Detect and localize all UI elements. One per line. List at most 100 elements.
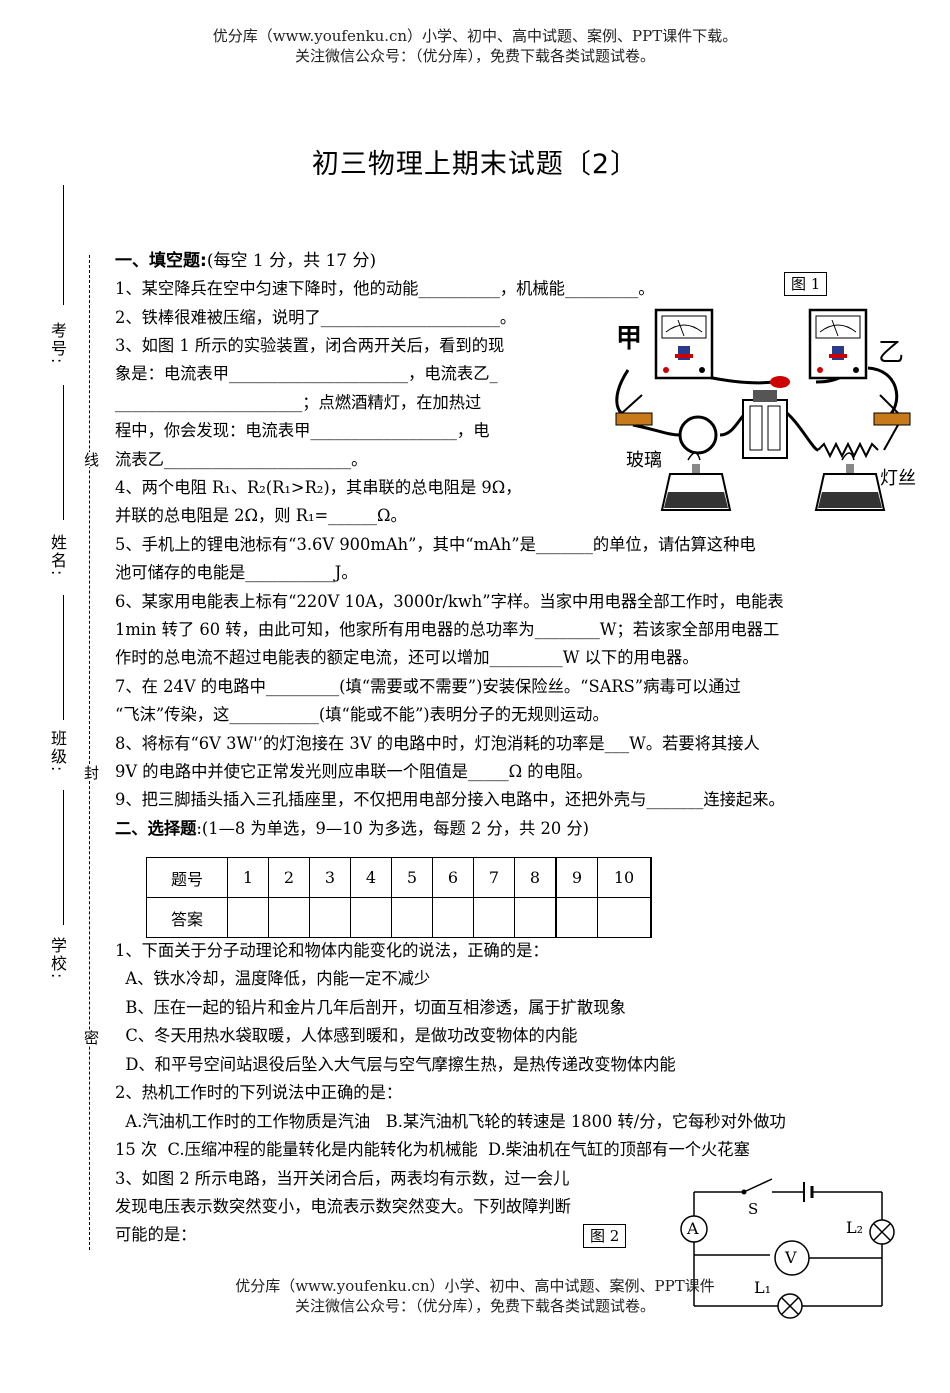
battery-icon [742,376,790,459]
alcohol-lamp-right-icon [814,452,886,511]
figure-1: 图 1 甲 乙 玻璃 灯丝 [598,270,928,532]
option-line: A、铁水冷却，温度降低，内能一定不减少 [115,969,431,988]
figure-2-label: 图 2 [583,1224,627,1248]
filament-coil-icon [817,441,879,459]
question-line: 9、把三脚插头插入三孔插座里，不仅把用电部分接入电路中，还把外壳与_______… [115,790,785,809]
option-line: B、压在一起的铅片和金片几年后剖开，切面互相渗透，属于扩散现象 [115,998,626,1017]
answer-table: 题号 1 2 3 4 5 6 7 8 9 10 答案 [146,857,652,938]
question-line: 并联的总电阻是 2Ω，则 R₁=______Ω。 [115,506,407,525]
question-line: 作时的总电流不超过电能表的额定电流，还可以增加_________W 以下的用电器… [115,648,699,667]
section2-note: :(1—8 为单选，9—10 为多选，每题 2 分，共 20 分) [196,819,590,838]
question-line: “飞沫”传染，这___________(填“能或不能”)表明分子的无规则运动。 [115,705,609,724]
margin-rule [63,595,64,720]
answer-cell[interactable] [555,897,598,938]
glass-ring-icon [678,415,718,455]
page-title: 初三物理上期末试题〔2〕 [311,149,639,180]
voltmeter-label: V [785,1248,797,1267]
question-line: 流表乙_______________________。 [115,450,368,469]
exam-number-label: 考号: [48,322,67,366]
question-line: 8、将标有“6V 3W'’的灯泡接在 3V 的电路中时，灯泡消耗的功率是___W… [115,734,760,753]
answer-cell[interactable] [268,897,310,938]
question-line: 2、铁棒很难被压缩，说明了______________________。 [115,308,517,327]
question-number-cell: 9 [555,857,598,898]
question-line: 3、如图 2 所示电路，当开关闭合后，两表均有示数，过一会儿 [115,1169,570,1188]
question-line: 1、下面关于分子动理论和物体内能变化的说法，正确的是： [115,941,549,960]
header-line-1: 优分库（www.youfenku.cn）小学、初中、高中试题、案例、PPT课件下… [212,27,738,45]
figure-1-label: 图 1 [784,272,828,296]
answer-cell[interactable] [514,897,557,938]
answer-cell[interactable] [473,897,515,938]
table-row: 答案 [146,897,652,938]
glass-label: 玻璃 [626,450,662,471]
meter-jia-label: 甲 [616,324,643,354]
question-line: 池可储存的电能是___________J。 [115,563,358,582]
table-header-cell: 题号 [146,857,228,898]
table-row: 题号 1 2 3 4 5 6 7 8 9 10 [146,857,652,898]
margin-rule [63,185,64,305]
question-number-cell: 3 [309,857,351,898]
section1-heading-row: 一、填空题:(每空 1 分，共 17 分) [115,247,376,275]
option-line: A.汽油机工作时的工作物质是汽油 B.某汽油机飞轮的转速是 1800 转/分，它… [115,1112,786,1131]
margin-rule [63,790,64,925]
answer-cell[interactable] [597,897,652,938]
lamp-l1-label: L₁ [754,1278,772,1297]
switch-icon [745,1178,773,1192]
ammeter-label: A [687,1219,699,1238]
name-label: 姓名: [48,534,67,578]
switch-left-icon [615,394,653,426]
question-number-cell: 2 [268,857,310,898]
seal-word-line: 线 [81,452,102,467]
question-number-cell: 6 [432,857,474,898]
answer-cell[interactable] [432,897,474,938]
answer-cell[interactable] [309,897,351,938]
lamp-l2-label: L₂ [846,1218,864,1237]
meter-yi-label: 乙 [878,338,905,368]
question-line: 象是：电流表甲______________________，电流表乙_ [115,364,498,383]
filament-label: 灯丝 [880,468,916,489]
footer-line-2: 关注微信公众号：（优分库），免费下载各类试题试卷。 [294,1297,655,1315]
figure-2-circuit [680,1178,895,1319]
option-line: C、冬天用热水袋取暖，人体感到暖和，是做功改变物体的内能 [115,1026,578,1045]
section2-heading-row: 二、选择题:(1—8 为单选，9—10 为多选，每题 2 分，共 20 分) [115,815,589,843]
ammeter-jia-icon [654,308,714,380]
school-label: 学校: [48,937,67,981]
margin-rule [63,385,64,520]
alcohol-lamp-left-icon [660,452,732,511]
class-label: 班级: [48,730,67,774]
switch-label: S [748,1200,759,1218]
section1-note: (每空 1 分，共 17 分) [206,251,377,271]
seal-word-secret: 密 [81,1030,102,1045]
answer-cell[interactable] [227,897,269,938]
question-number-cell: 10 [597,857,652,898]
figure-1-drawing [615,308,911,511]
question-number-cell: 4 [350,857,392,898]
question-line: 4、两个电阻 R₁、R₂(R₁>R₂)，其串联的总电阻是 9Ω， [115,478,522,497]
question-line: 5、手机上的锂电池标有“3.6V 900mAh”，其中“mAh”是_______… [115,535,756,554]
question-line: 1、某空降兵在空中匀速下降时，他的动能__________，机械能_______… [115,279,655,298]
question-line: 可能的是： [115,1225,197,1244]
answer-cell[interactable] [391,897,433,938]
question-number-cell: 8 [514,857,557,898]
question-number-cell: 7 [473,857,515,898]
ammeter-yi-icon [808,308,868,380]
question-number-cell: 5 [391,857,433,898]
table-header-cell: 答案 [146,897,228,938]
section1-heading: 一、填空题: [115,251,207,271]
answer-cell[interactable] [350,897,392,938]
switch-right-icon [873,394,911,426]
question-line: 程中，你会发现：电流表甲__________________，电 [115,421,490,440]
section2-heading: 二、选择题 [115,819,197,838]
question-line: _______________________；点燃酒精灯，在加热过 [115,393,482,412]
figure-2: S A V L₂ L₁ [660,1170,910,1320]
question-line: 7、在 24V 的电路中_________(填“需要或不需要”)安装保险丝。“S… [115,677,741,696]
question-number-cell: 1 [227,857,269,898]
question-line: 2、热机工作时的下列说法中正确的是： [115,1083,403,1102]
seal-word-seal: 封 [81,765,102,780]
option-line: 15 次 C.压缩冲程的能量转化是内能转化为机械能 D.柴油机在气缸的顶部有一个… [115,1140,750,1159]
footer-line-1: 优分库（www.youfenku.cn）小学、初中、高中试题、案例、PPT课件 [235,1277,715,1295]
question-line: 6、某家用电能表上标有“220V 10A，3000r/kwh”字样。当家中用电器… [115,592,784,611]
question-line: 3、如图 1 所示的实验装置，闭合两开关后，看到的现 [115,336,505,355]
question-line: 1min 转了 60 转，由此可知，他家所有用电器的总功率为________W；… [115,620,780,639]
question-line: 发现电压表示数突然变小，电流表示数突然变大。下列故障判断 [115,1197,571,1216]
seal-dashed-line [89,255,90,1250]
